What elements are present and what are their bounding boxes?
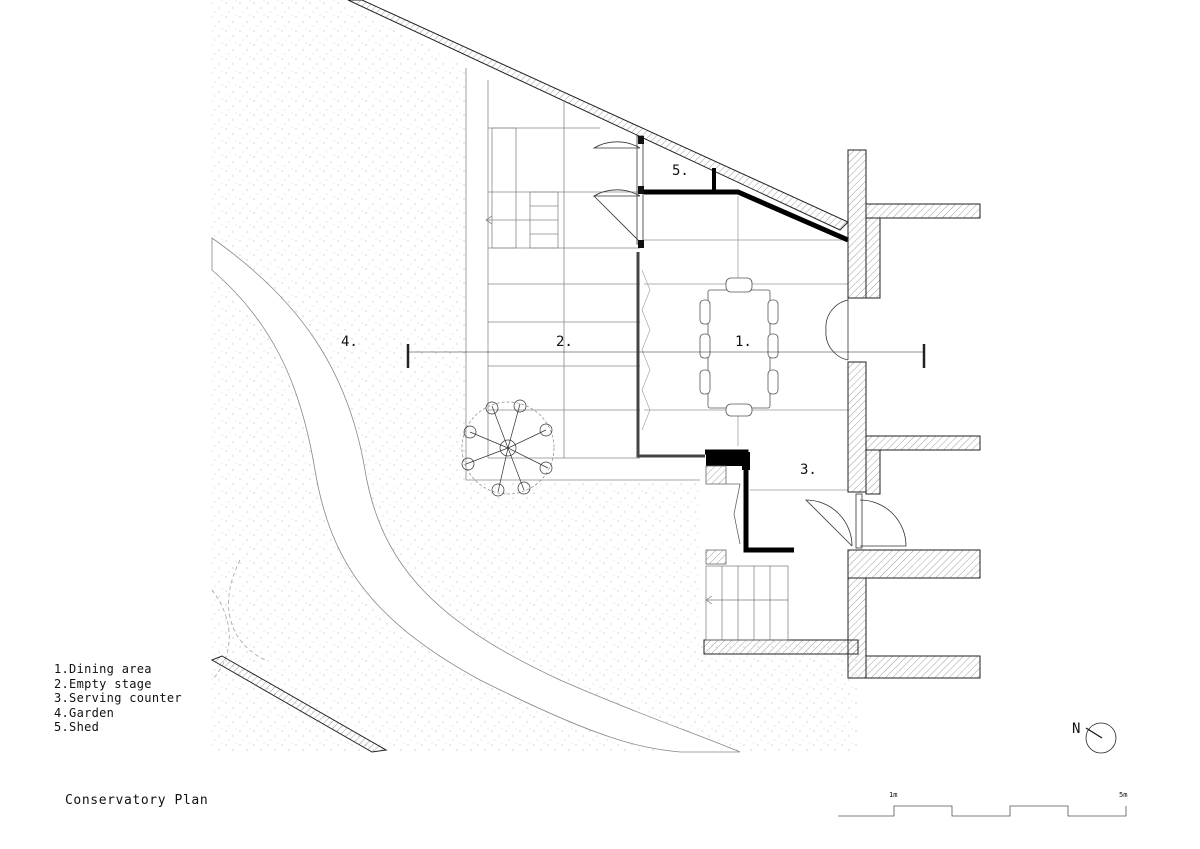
room-label-garden: 4. <box>341 334 358 350</box>
scale-start-label: 1m <box>889 791 897 799</box>
legend: 1.Dining area 2.Empty stage 3.Serving co… <box>54 662 182 735</box>
legend-item: 5.Shed <box>54 720 100 735</box>
room-label-stage: 2. <box>556 334 573 350</box>
boundary-wall-bottom <box>210 655 388 753</box>
legend-item: 3.Serving counter <box>54 691 182 706</box>
legend-item: 2.Empty stage <box>54 676 152 691</box>
internal-doors <box>805 298 907 549</box>
north-label: N <box>1072 721 1080 737</box>
stage-deck <box>465 68 700 481</box>
serving-counter-walls <box>705 449 794 553</box>
dining-table[interactable] <box>699 277 779 417</box>
counter-unit <box>705 465 741 565</box>
stairs <box>705 565 789 641</box>
scale-end-label: 5m <box>1119 791 1127 799</box>
glazed-wall <box>636 252 705 458</box>
house-walls <box>703 149 981 679</box>
tree-symbol <box>461 399 555 497</box>
section-line <box>406 344 926 368</box>
shed-walls <box>644 168 849 243</box>
room-label-shed: 5. <box>672 163 689 179</box>
room-label-dining: 1. <box>735 334 752 350</box>
north-arrow: N <box>1072 721 1117 754</box>
conservatory-doors <box>592 135 644 245</box>
legend-item: 1.Dining area <box>54 662 152 676</box>
scale-bar: 1m 5m <box>838 791 1127 817</box>
room-label-counter: 3. <box>800 462 817 478</box>
plan-title: Conservatory Plan <box>65 793 209 808</box>
legend-item: 4.Garden <box>54 705 115 720</box>
glazing-posts[interactable] <box>638 136 644 248</box>
garden-path <box>211 237 741 753</box>
